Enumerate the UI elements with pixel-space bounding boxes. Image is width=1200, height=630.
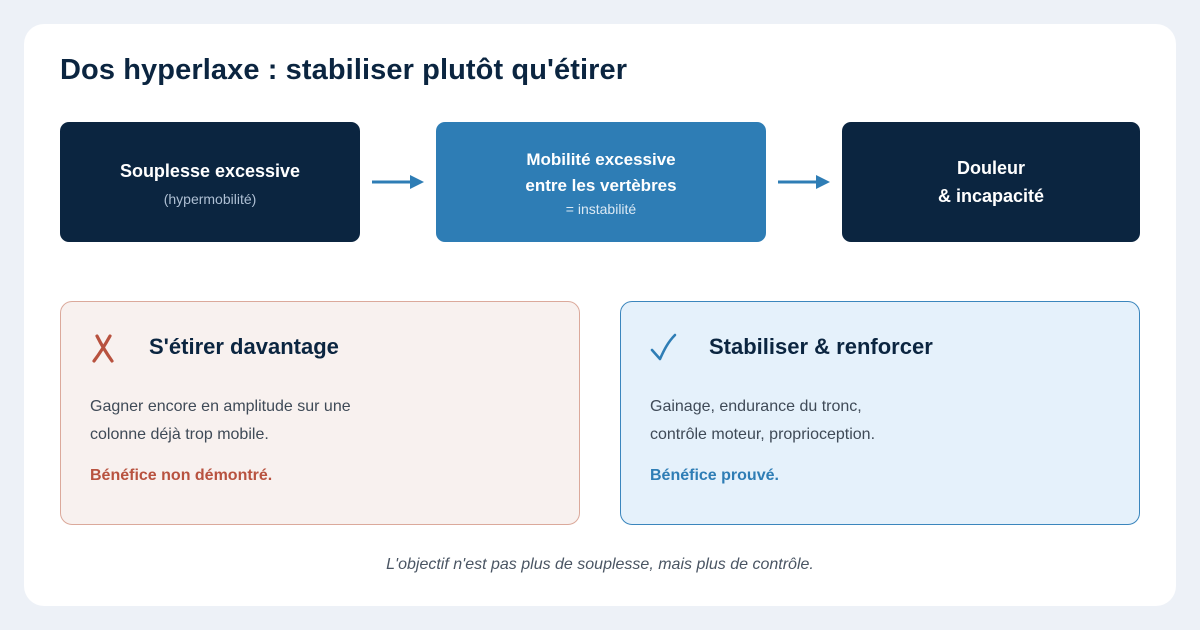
panel-body: Gainage, endurance du tronc, contrôle mo…: [650, 393, 1090, 449]
cross-icon: [92, 334, 114, 363]
flow-step-instability: Mobilité excessive entre les vertèbres =…: [436, 122, 766, 242]
flow-step-label-line: Douleur: [956, 158, 1025, 178]
page-title: Dos hyperlaxe : stabiliser plutôt qu'éti…: [60, 54, 628, 86]
flow-step-label: Douleur & incapacité: [938, 154, 1044, 210]
flow-step-label: Mobilité excessive entre les vertèbres: [525, 147, 676, 199]
flow-step-label: Souplesse excessive: [119, 161, 301, 181]
arrow-right-icon: [778, 175, 830, 189]
panel-heading: S'étirer davantage: [149, 334, 339, 359]
panel-heading: Stabiliser & renforcer: [709, 334, 933, 359]
panel-body-line: Gagner encore en amplitude sur une: [90, 398, 351, 415]
flow-step-sublabel: = instabilité: [565, 201, 637, 217]
panel-body: Gagner encore en amplitude sur une colon…: [90, 393, 530, 449]
flow-step-label-line: & incapacité: [937, 186, 1045, 206]
check-icon: [650, 333, 677, 361]
flow-step-label-line: Mobilité excessive: [526, 150, 676, 169]
panel-body-line: Gainage, endurance du tronc,: [650, 398, 862, 415]
panel-body-line: colonne déjà trop mobile.: [90, 426, 269, 443]
infographic-card: Dos hyperlaxe : stabiliser plutôt qu'éti…: [24, 24, 1176, 606]
footer-note: L'objectif n'est pas plus de souplesse, …: [386, 556, 814, 573]
flow-step-sublabel: (hypermobilité): [163, 191, 257, 207]
panel-verdict: Bénéfice non démontré.: [90, 467, 273, 484]
panel-stabilize-strengthen: Stabiliser & renforcer Gainage, enduranc…: [620, 301, 1140, 525]
panel-verdict: Bénéfice prouvé.: [650, 467, 779, 484]
panel-stretch-more: S'étirer davantage Gagner encore en ampl…: [60, 301, 580, 525]
flow-step-pain: Douleur & incapacité: [842, 122, 1140, 242]
arrow-right-icon: [372, 175, 424, 189]
panel-body-line: contrôle moteur, proprioception.: [650, 426, 876, 443]
flow-step-hypermobility: Souplesse excessive (hypermobilité): [60, 122, 360, 242]
flow-step-label-line: entre les vertèbres: [525, 176, 677, 195]
